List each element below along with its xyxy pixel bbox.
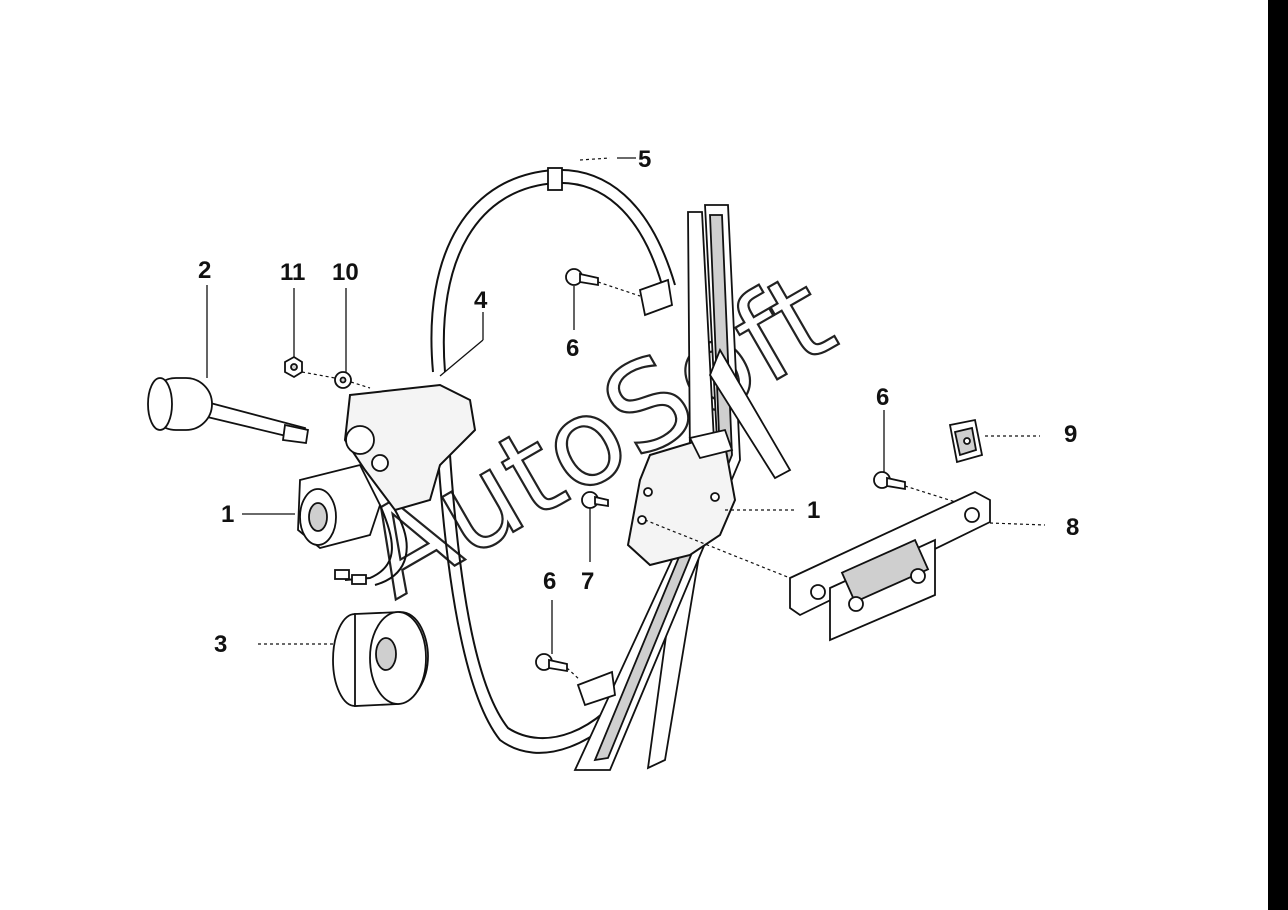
callout-5: 5 <box>638 146 651 173</box>
callout-11: 11 <box>280 259 305 286</box>
callout-4: 4 <box>474 287 488 314</box>
right-edge-bar <box>1268 0 1288 910</box>
mounting-bracket <box>644 490 991 642</box>
crank-handle <box>147 377 310 445</box>
motor-assembly <box>297 383 477 586</box>
rubber-grommet <box>332 611 429 707</box>
callout-10: 10 <box>332 259 359 286</box>
callout-9: 9 <box>1064 421 1077 448</box>
bolt-middle <box>581 491 609 509</box>
callout-3: 3 <box>214 631 227 658</box>
callout-1-motor: 1 <box>221 501 234 528</box>
callout-7: 7 <box>581 568 594 595</box>
bolts <box>535 268 966 681</box>
bolt-bottom <box>535 653 581 681</box>
bolt-right <box>873 471 966 506</box>
cable-clip <box>547 167 563 191</box>
callout-6-right: 6 <box>876 384 889 411</box>
bolt-top <box>565 268 641 297</box>
leader-lines <box>206 157 1046 654</box>
callout-1-carriage: 1 <box>807 497 820 524</box>
nut-and-washer <box>284 355 371 389</box>
callout-8: 8 <box>1066 514 1079 541</box>
callout-6-top: 6 <box>566 335 579 362</box>
slider-carriage <box>626 428 737 567</box>
clip <box>948 418 984 464</box>
callout-6-bottom: 6 <box>543 568 556 595</box>
callouts: 2 11 10 4 5 6 6 9 1 1 8 6 7 3 <box>198 146 1079 658</box>
callout-2: 2 <box>198 257 211 284</box>
